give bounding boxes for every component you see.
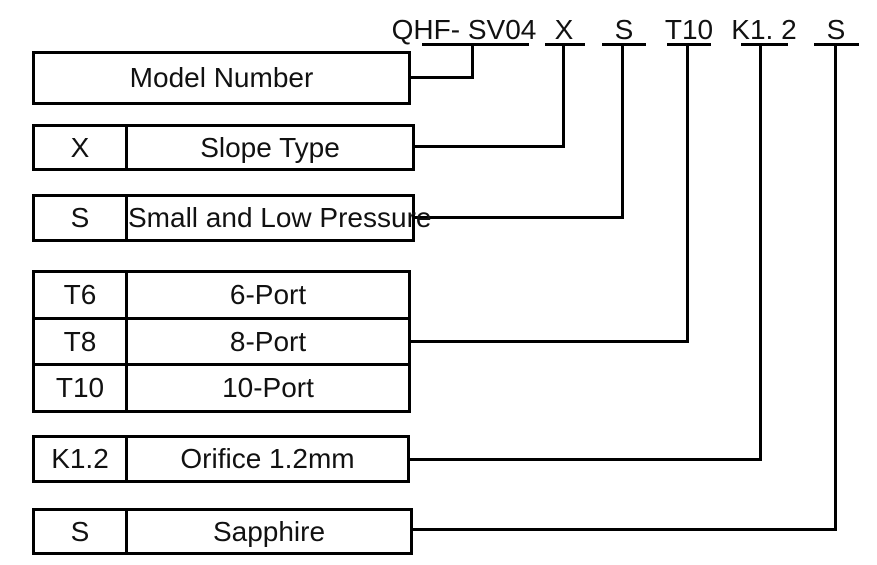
model-number-box: Model Number (32, 51, 411, 105)
code-part-slope-type: X (554, 14, 574, 45)
table-row: T10 10-Port (35, 366, 408, 411)
port-t6-code: T6 (35, 273, 128, 317)
connector-model-horizontal (409, 76, 474, 79)
table-row: T6 6-Port (35, 273, 408, 320)
connector-slope-type-horizontal (412, 145, 565, 148)
material-code: S (35, 511, 128, 552)
underline-pressure (602, 43, 646, 46)
underline-port (667, 43, 711, 46)
pressure-code: S (35, 197, 128, 239)
connector-material-horizontal (411, 528, 837, 531)
connector-slope-type-vertical (562, 43, 565, 148)
table-row: T8 8-Port (35, 319, 408, 367)
underline-slope-type (545, 43, 585, 46)
connector-material-vertical (834, 43, 837, 531)
connector-pressure-vertical (621, 43, 624, 219)
port-t8-label: 8-Port (229, 325, 307, 357)
port-t10-label: 10-Port (222, 372, 314, 404)
port-t10-code: T10 (35, 366, 128, 411)
connector-port-horizontal (409, 340, 689, 343)
connector-orifice-horizontal (409, 458, 762, 461)
code-part-model: QHF- SV04 (391, 14, 537, 45)
code-part-orifice: K1. 2 (731, 14, 797, 45)
pressure-label: Small and Low Pressure (128, 202, 432, 233)
model-number-label: Model Number (129, 62, 314, 93)
underline-orifice (741, 43, 788, 46)
connector-pressure-horizontal (412, 216, 624, 219)
slope-type-box: X Slope Type (32, 124, 415, 171)
port-options-table: T6 6-Port T8 8-Port T10 10-Port (32, 270, 411, 413)
connector-orifice-vertical (759, 43, 762, 461)
slope-type-code: X (35, 127, 128, 168)
orifice-label: Orifice 1.2mm (180, 443, 355, 474)
material-box: S Sapphire (32, 508, 413, 555)
code-part-material: S (826, 14, 846, 45)
material-label: Sapphire (212, 515, 326, 547)
port-t8-code: T8 (35, 319, 128, 364)
port-t6-label: 6-Port (229, 278, 307, 310)
code-part-pressure: S (614, 14, 634, 45)
orifice-code: K1.2 (35, 438, 128, 480)
pressure-box: S Small and Low Pressure (32, 194, 431, 242)
orifice-box: K1.2 Orifice 1.2mm (32, 435, 410, 483)
connector-port-vertical (686, 43, 689, 343)
underline-model (422, 43, 529, 46)
connector-model-vertical (471, 43, 474, 79)
code-part-port: T10 (664, 14, 714, 45)
slope-type-label: Slope Type (200, 131, 340, 163)
